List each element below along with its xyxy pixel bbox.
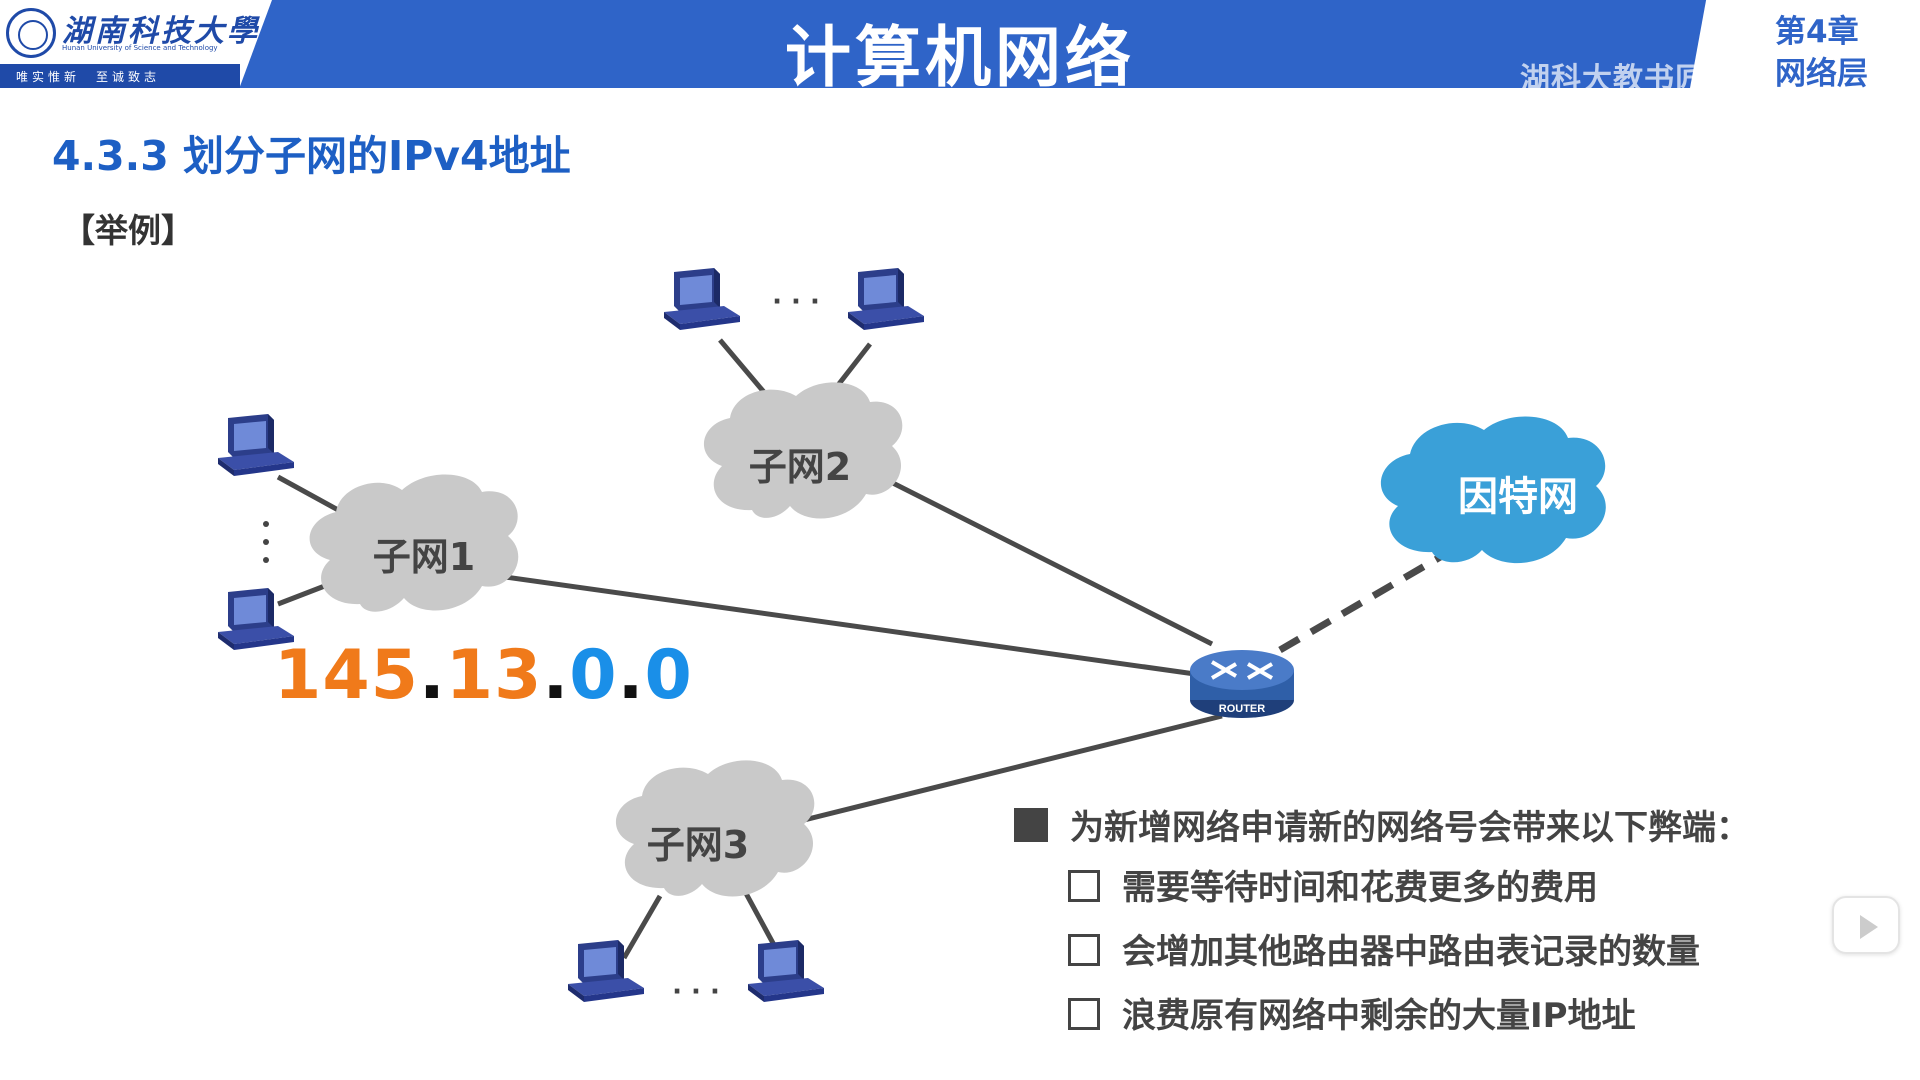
drawbacks-heading-text: 为新增网络申请新的网络号会带来以下弊端：	[1070, 808, 1750, 848]
square-bullet-icon	[1014, 808, 1048, 842]
checkbox-icon	[1068, 870, 1100, 902]
subnet2-cloud: 子网2	[703, 382, 903, 519]
checkbox-icon	[1068, 998, 1100, 1030]
header-banner	[0, 0, 1920, 88]
chapter-panel	[1690, 0, 1920, 88]
chapter-name: 网络层	[1775, 56, 1868, 92]
university-name: 湖南科技大學	[62, 14, 260, 49]
university-seal-icon	[6, 8, 56, 58]
router-icon: ROUTER	[1190, 650, 1294, 718]
drawbacks-list: 为新增网络申请新的网络号会带来以下弊端： 需要等待时间和花费更多的费用 会增加其…	[1014, 796, 1884, 1048]
network-address: 145.13.0.0	[274, 636, 693, 715]
ip-dot: .	[542, 636, 570, 715]
link-subnet3-router	[779, 713, 1223, 829]
ip-octet-2: 13	[445, 636, 543, 715]
subnet2-pc-right	[848, 268, 924, 330]
play-icon[interactable]	[1832, 896, 1900, 954]
subnet2-label: 子网2	[749, 445, 851, 489]
university-motto: 唯实惟新 至诚致志	[16, 70, 161, 84]
checkbox-icon	[1068, 934, 1100, 966]
ip-dot: .	[418, 636, 446, 715]
ip-octet-1: 145	[274, 636, 419, 715]
link-subnet1-router	[497, 573, 1203, 678]
ip-octet-3: 0	[569, 636, 618, 715]
subnet3-label: 子网3	[647, 823, 749, 867]
drawbacks-heading: 为新增网络申请新的网络号会带来以下弊端：	[1014, 796, 1884, 856]
list-item-text: 需要等待时间和花费更多的费用	[1122, 868, 1598, 908]
subnet1-cloud: 子网1	[309, 474, 519, 612]
list-item: 浪费原有网络中剩余的大量IP地址	[1068, 984, 1884, 1048]
link-subnet2-router	[873, 471, 1214, 647]
course-title: 计算机网络	[785, 19, 1135, 96]
subnet3-ellipsis: · · ·	[672, 977, 720, 1007]
router-label: ROUTER	[1219, 703, 1266, 715]
university-english-name: Hunan University of Science and Technolo…	[62, 44, 218, 52]
watermark-text: 湖科大教书匠	[1520, 62, 1706, 97]
subnet2-pc-left	[664, 268, 740, 330]
internet-label: 因特网	[1458, 474, 1578, 520]
subnet1-pc-top	[218, 414, 294, 476]
connection-lines	[276, 338, 1444, 960]
list-item-text: 浪费原有网络中剩余的大量IP地址	[1122, 996, 1636, 1036]
subnet3-cloud: 子网3	[615, 760, 815, 897]
vertical-ellipsis	[263, 521, 269, 563]
subnet3-pc-left	[568, 940, 644, 1002]
subnet3-pc-right	[748, 940, 824, 1002]
example-tag: 【举例】	[62, 211, 194, 250]
internet-cloud: 因特网	[1380, 416, 1606, 564]
subnet2-ellipsis: · · ·	[772, 287, 820, 317]
link-router-internet	[1278, 552, 1444, 654]
subnet1-label: 子网1	[373, 535, 475, 579]
section-title: 4.3.3 划分子网的IPv4地址	[52, 132, 571, 180]
ip-dot: .	[617, 636, 645, 715]
chapter-number: 第4章	[1775, 14, 1859, 50]
ip-octet-4: 0	[644, 636, 693, 715]
list-item: 需要等待时间和花费更多的费用	[1068, 856, 1884, 920]
motto-bar	[0, 64, 240, 88]
list-item-text: 会增加其他路由器中路由表记录的数量	[1122, 932, 1700, 972]
list-item: 会增加其他路由器中路由表记录的数量	[1068, 920, 1884, 984]
